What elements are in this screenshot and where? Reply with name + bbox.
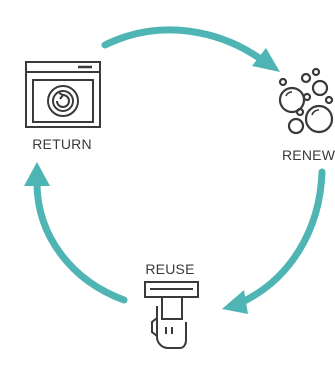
step-label-return: RETURN bbox=[32, 136, 92, 152]
cycle-arrows bbox=[33, 26, 326, 307]
step-label-reuse: REUSE bbox=[145, 261, 194, 277]
arrowhead-renew bbox=[252, 48, 280, 72]
arrow-reuse-to-return bbox=[33, 181, 128, 304]
arrow-heads bbox=[24, 48, 280, 314]
step-label-renew: RENEW bbox=[282, 147, 335, 163]
washing-machine-icon bbox=[25, 61, 101, 128]
arrowhead-reuse bbox=[222, 290, 248, 314]
arrow-return-to-renew bbox=[101, 26, 266, 64]
arrowhead-return bbox=[24, 162, 50, 186]
dispenser-hand-icon bbox=[144, 281, 199, 349]
bubbles-icon bbox=[278, 67, 334, 135]
arrow-renew-to-reuse bbox=[236, 168, 326, 307]
